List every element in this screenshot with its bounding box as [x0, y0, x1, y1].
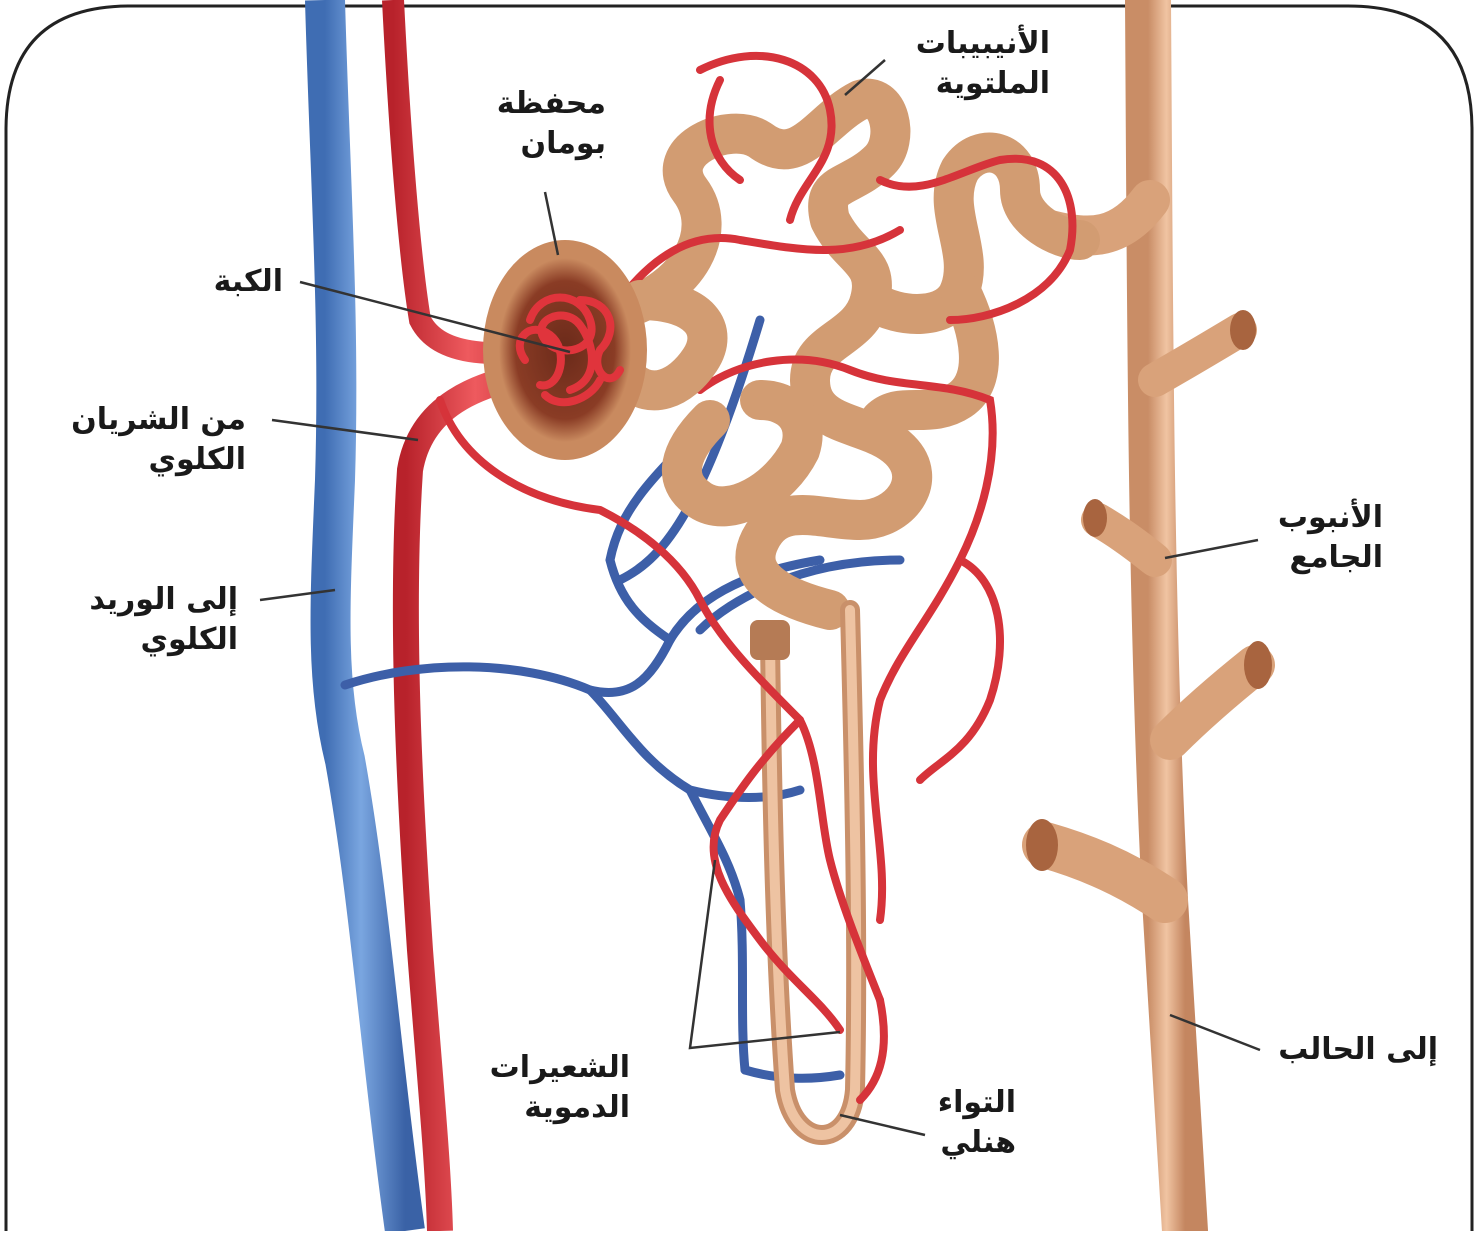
label-to-ureter: إلى الحالب [1278, 1030, 1438, 1070]
label-glomerulus: الكبة [214, 262, 283, 302]
